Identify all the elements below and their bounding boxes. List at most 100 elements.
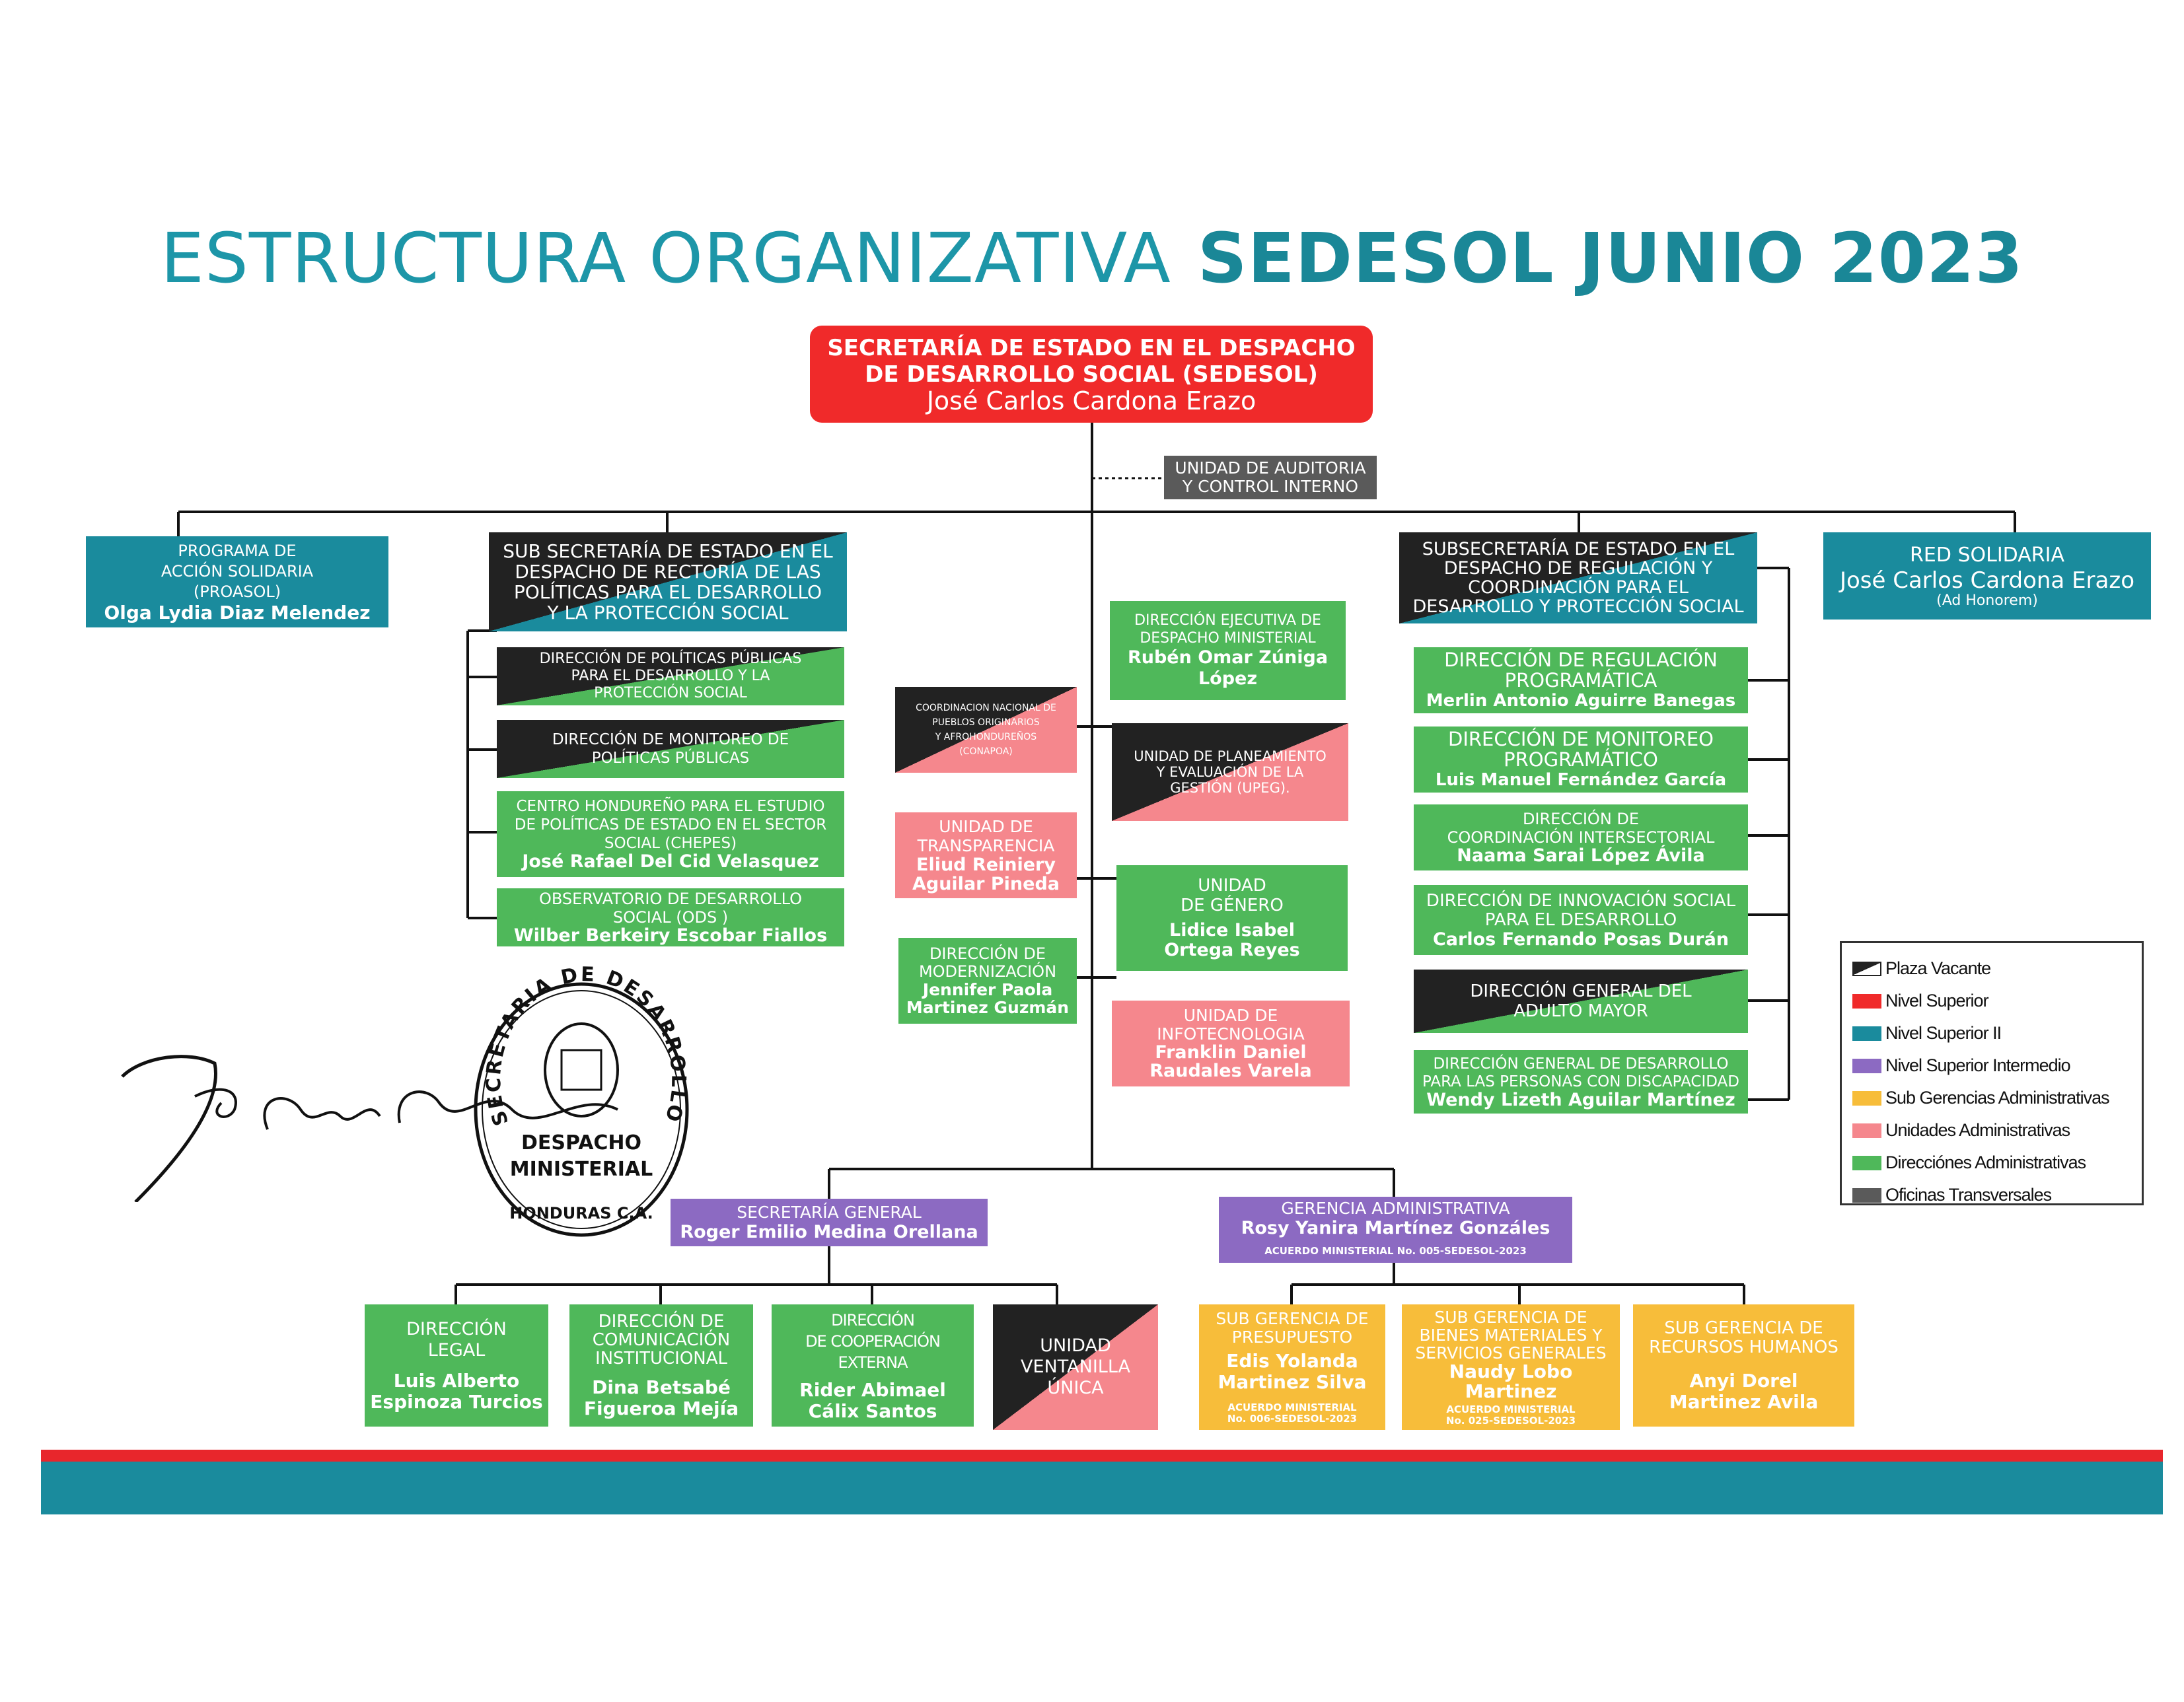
node-label: COORDINACION NACIONAL DE PUEBLOS ORIGINA… (916, 703, 1056, 757)
legend-swatch (1852, 1123, 1881, 1138)
node-sub-secretaria-regulacion: SUBSECRETARÍA DE ESTADO EN EL DESPACHO D… (1399, 532, 1757, 623)
node-person: Eliud Reiniery Aguilar Pineda (912, 855, 1060, 894)
title-part-2: SEDESOL JUNIO 2023 (1197, 218, 2023, 299)
node-unidad-genero: UNIDAD DE GÉNERO Lidice Isabel Ortega Re… (1116, 865, 1348, 971)
node-label: DIRECCIÓN DE MONITOREO PROGRAMÁTICO (1448, 727, 1714, 771)
node-secretaria-general: SECRETARÍA GENERAL Roger Emilio Medina O… (671, 1199, 988, 1246)
node-person: Luis Alberto Espinoza Turcios (370, 1369, 543, 1413)
node-person: Rubén Omar Zúniga López (1127, 647, 1329, 689)
node-label: SUB SECRETARÍA DE ESTADO EN EL DESPACHO … (503, 540, 833, 623)
node-direccion-innovacion-social: DIRECCIÓN DE INNOVACIÓN SOCIAL PARA EL D… (1414, 885, 1748, 955)
node-sub-gerencia-bienes: SUB GERENCIA DE BIENES MATERIALES Y SERV… (1402, 1304, 1620, 1430)
node-direccion-legal: DIRECCIÓN LEGAL Luis Alberto Espinoza Tu… (365, 1304, 548, 1427)
legend-item: Nivel Superior (1852, 985, 2131, 1017)
legend-swatch (1852, 993, 1881, 1009)
node-proasol: PROGRAMA DE ACCIÓN SOLIDARIA (PROASOL) O… (86, 536, 388, 627)
node-label-line2: DE DESARROLLO SOCIAL (SEDESOL) (865, 361, 1318, 388)
legend-item: Plaza Vacante (1852, 952, 2131, 985)
legend-swatch (1852, 1090, 1881, 1106)
node-direccion-comunicacion: DIRECCIÓN DE COMUNICACIÓN INSTITUCIONAL … (569, 1304, 753, 1427)
node-gerencia-administrativa: GERENCIA ADMINISTRATIVA Rosy Yanira Mart… (1219, 1197, 1572, 1263)
signature (121, 1055, 618, 1202)
legend-label: Direcciónes Administrativas (1885, 1152, 2086, 1172)
seal-center-line1: DESPACHO (521, 1131, 641, 1154)
node-upeg: UNIDAD DE PLANEAMIENTO Y EVALUACIÓN DE L… (1112, 723, 1348, 821)
node-person: Rosy Yanira Martínez Gonzáles (1241, 1218, 1550, 1238)
node-sub-gerencia-presupuesto: SUB GERENCIA DE PRESUPUESTO Edis Yolanda… (1199, 1304, 1385, 1430)
node-direccion-politicas-publicas: DIRECCIÓN DE POLÍTICAS PÚBLICAS PARA EL … (497, 647, 844, 705)
node-note: (Ad Honorem) (1936, 592, 2038, 609)
node-chepes: CENTRO HONDUREÑO PARA EL ESTUDIO DE POLÍ… (497, 791, 844, 877)
node-label: DIRECCIÓN EJECUTIVA DE DESPACHO MINISTER… (1134, 612, 1321, 647)
node-label: RED SOLIDARIA (1910, 544, 2064, 567)
legend-swatch (1852, 1155, 1881, 1170)
legend-label: Sub Gerencias Administrativas (1885, 1088, 2110, 1108)
node-person: Lidice Isabel Ortega Reyes (1164, 920, 1300, 960)
node-person: Olga Lydia Diaz Melendez (104, 602, 371, 623)
legend-label: Unidades Administrativas (1885, 1120, 2070, 1140)
seal-center-line2: MINISTERIAL (510, 1158, 653, 1181)
footer-red-bar (41, 1450, 2163, 1462)
node-observatorio: OBSERVATORIO DE DESARROLLO SOCIAL (ODS )… (497, 888, 844, 946)
legend-swatch (1852, 1058, 1881, 1073)
node-direccion-discapacidad: DIRECCIÓN GENERAL DE DESARROLLO PARA LAS… (1414, 1050, 1748, 1114)
legend-item: Sub Gerencias Administrativas (1852, 1082, 2131, 1114)
node-person: Edis Yolanda Martinez Silva (1218, 1350, 1367, 1393)
node-person: José Carlos Cardona Erazo (926, 386, 1256, 415)
footer-teal-bar (41, 1462, 2163, 1514)
legend-item: Direcciónes Administrativas (1852, 1147, 2131, 1179)
node-label: CENTRO HONDUREÑO PARA EL ESTUDIO DE POLÍ… (514, 798, 827, 852)
node-label: DIRECCIÓN DE MODERNIZACIÓN (918, 944, 1057, 981)
node-direccion-cooperacion: DIRECCIÓN DE COOPERACIÓN EXTERNA Rider A… (772, 1304, 974, 1427)
node-sub-gerencia-rrhh: SUB GERENCIA DE RECURSOS HUMANOS Anyi Do… (1633, 1304, 1854, 1427)
node-label: UNIDAD DE TRANSPARENCIA (917, 817, 1055, 855)
node-note: ACUERDO MINISTERIAL No. 025-SEDESOL-2023 (1445, 1403, 1576, 1427)
legend-label: Nivel Superior (1885, 991, 1989, 1011)
node-note: ACUERDO MINISTERIAL No. 006-SEDESOL-2023 (1227, 1401, 1358, 1425)
node-label: DIRECCIÓN LEGAL (406, 1318, 507, 1361)
node-label: DIRECCIÓN DE REGULACIÓN PROGRAMÁTICA (1444, 648, 1718, 691)
node-person: José Rafael Del Cid Velasquez (522, 851, 819, 872)
node-direccion-modernizacion: DIRECCIÓN DE MODERNIZACIÓN Jennifer Paol… (898, 938, 1077, 1024)
node-person: Dina Betsabé Figueroa Mejía (583, 1376, 739, 1419)
node-red-solidaria: RED SOLIDARIA José Carlos Cardona Erazo … (1823, 532, 2151, 620)
node-person: Wilber Berkeiry Escobar Fiallos (513, 925, 828, 946)
node-direccion-monitoreo-programatico: DIRECCIÓN DE MONITOREO PROGRAMÁTICO Luis… (1414, 727, 1748, 793)
legend-item: Oficinas Transversales (1852, 1179, 2131, 1211)
node-direccion-adulto-mayor: DIRECCIÓN GENERAL DEL ADULTO MAYOR (1414, 970, 1748, 1033)
node-ventanilla-unica: UNIDAD VENTANILLA ÚNICA (993, 1304, 1158, 1430)
node-direccion-monitoreo-politicas: DIRECCIÓN DE MONITOREO DE POLÍTICAS PÚBL… (497, 720, 844, 778)
node-label: UNIDAD DE PLANEAMIENTO Y EVALUACIÓN DE L… (1134, 748, 1327, 796)
node-person: Naudy Lobo Martinez (1449, 1360, 1573, 1402)
node-label: UNIDAD DE AUDITORIA Y CONTROL INTERNO (1175, 458, 1366, 496)
seal-country: HONDURAS C.A. (509, 1204, 653, 1223)
node-note: ACUERDO MINISTERIAL No. 005-SEDESOL-2023 (1264, 1245, 1527, 1257)
page-title: ESTRUCTURA ORGANIZATIVA SEDESOL JUNIO 202… (0, 218, 2184, 299)
legend-swatch-vacante (1852, 961, 1881, 976)
node-label: UNIDAD VENTANILLA ÚNICA (1021, 1335, 1130, 1398)
node-person: Carlos Fernando Posas Durán (1432, 929, 1729, 950)
node-label-line1: SECRETARÍA DE ESTADO EN EL DESPACHO (827, 334, 1356, 361)
node-label: OBSERVATORIO DE DESARROLLO SOCIAL (ODS ) (539, 890, 802, 927)
node-person: Rider Abimael Cálix Santos (799, 1378, 946, 1422)
legend-label: Nivel Superior Intermedio (1885, 1055, 2071, 1075)
node-person: Anyi Dorel Martinez Avila (1669, 1369, 1819, 1413)
node-label: SECRETARÍA GENERAL (737, 1203, 922, 1222)
node-label: SUB GERENCIA DE BIENES MATERIALES Y SERV… (1415, 1307, 1607, 1363)
node-person: Roger Emilio Medina Orellana (680, 1222, 978, 1242)
legend-label: Oficinas Transversales (1885, 1185, 2052, 1205)
node-direccion-ejecutiva: DIRECCIÓN EJECUTIVA DE DESPACHO MINISTER… (1110, 601, 1346, 700)
legend-swatch (1852, 1188, 1881, 1203)
legend-item: Nivel Superior II (1852, 1017, 2131, 1049)
node-label: DIRECCIÓN DE COMUNICACIÓN INSTITUCIONAL (592, 1311, 731, 1368)
node-person: Franklin Daniel Raudales Varela (1149, 1042, 1312, 1081)
title-part-1: ESTRUCTURA ORGANIZATIVA (161, 218, 1171, 299)
node-label: DIRECCIÓN DE POLÍTICAS PÚBLICAS PARA EL … (539, 651, 802, 701)
node-label: DIRECCIÓN DE MONITOREO DE POLÍTICAS PÚBL… (552, 731, 789, 767)
node-direccion-regulacion-programatica: DIRECCIÓN DE REGULACIÓN PROGRAMÁTICA Mer… (1414, 647, 1748, 713)
node-unidad-transparencia: UNIDAD DE TRANSPARENCIA Eliud Reiniery A… (895, 812, 1077, 898)
node-label: DIRECCIÓN GENERAL DE DESARROLLO PARA LAS… (1422, 1055, 1740, 1090)
node-label: DIRECCIÓN DE INNOVACIÓN SOCIAL PARA EL D… (1426, 890, 1736, 930)
node-label: SUB GERENCIA DE PRESUPUESTO (1216, 1309, 1369, 1347)
